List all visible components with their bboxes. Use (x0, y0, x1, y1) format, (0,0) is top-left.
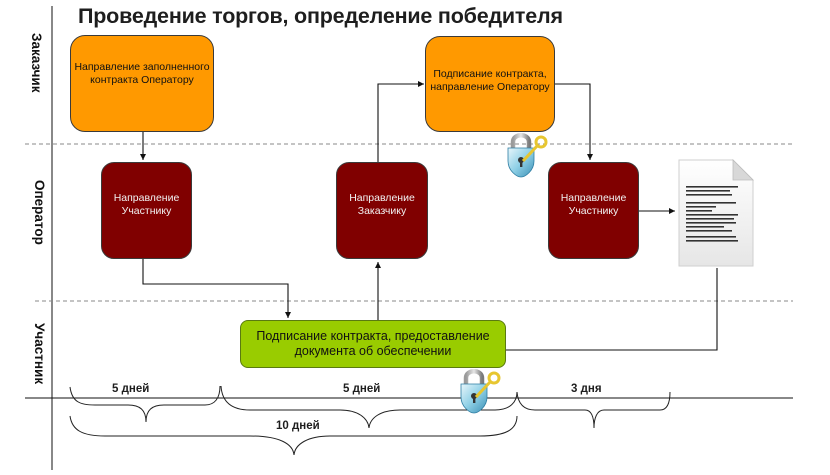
duration-brace-2 (220, 385, 518, 429)
contract-document-icon (678, 159, 754, 267)
step-text-line: документа об обеспечении (294, 344, 452, 358)
step-text-line: Направление (349, 191, 415, 204)
flow-operator-to-customer-sign (377, 81, 424, 162)
lane-label-customer: Заказчик (29, 33, 44, 93)
page-title: Проведение торгов, определение победител… (78, 4, 563, 28)
step-text-line: Направление (560, 191, 627, 204)
step-text-line: Участнику (121, 204, 172, 217)
flow-document-to-participant (505, 268, 718, 351)
duration-label-total: 10 дней (276, 420, 320, 432)
flow-operator-to-participant-sign (142, 259, 291, 318)
step-operator-send-to-customer: Направление Заказчику (336, 162, 428, 259)
step-text-line: Направление заполненного (74, 60, 210, 73)
duration-label-2: 5 дней (343, 383, 381, 395)
duration-brace-1 (69, 385, 221, 423)
lane-label-operator: Оператор (32, 180, 47, 245)
step-text-line: Подписание контракта, (433, 68, 547, 80)
step-customer-sign-contract: Подписание контракта, направление Операт… (425, 36, 555, 132)
duration-brace-3 (516, 391, 671, 429)
padlock-with-key-icon (460, 369, 501, 414)
padlock-with-key-icon (507, 133, 548, 178)
step-text-line: Участнику (568, 204, 619, 217)
duration-label-1: 5 дней (112, 383, 150, 395)
step-text-line: Подписание контракта, предоставление (256, 329, 490, 343)
duration-brace-total (69, 415, 518, 456)
duration-label-3: 3 дня (571, 383, 602, 395)
step-text-line: Направление (113, 191, 180, 204)
step-participant-sign-and-provide-security: Подписание контракта, предоставление док… (240, 320, 506, 368)
step-text-line: Заказчику (357, 204, 407, 217)
lane-label-participant: Участник (32, 323, 47, 385)
step-text-line: контракта Оператору (90, 73, 194, 86)
step-customer-send-contract: Направление заполненного контракта Опера… (70, 35, 214, 132)
flow-customer-sign-to-operator (554, 83, 593, 160)
step-operator-send-to-participant: Направление Участнику (101, 162, 192, 259)
step-text-line: направление Оператору (430, 81, 550, 93)
step-operator-send-signed-to-participant: Направление Участнику (548, 162, 639, 259)
